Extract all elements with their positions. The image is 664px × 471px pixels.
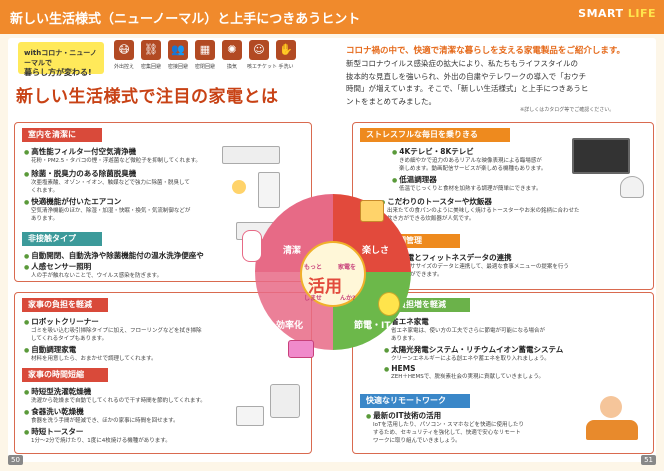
list-item: 太陽光発電システム・リチウムイオン蓄電システム クリーンエネルギーによる創エネや… <box>384 344 563 363</box>
intro-body: 新型コロナウイルス感染症の拡大により、私たちもライフスタイルの 抜本的な見直しを… <box>346 59 589 106</box>
list-item: こだわりのトースターや炊飯器 出来たての食パンのように美味しく焼けるトースターや… <box>380 196 580 223</box>
list-item: 低温調理器 低温でじっくりと食材を加熱する調理が簡単にできます。 <box>392 174 541 193</box>
rice-cooker-icon <box>620 176 644 198</box>
touchless-title: 非接触タイプ <box>22 232 102 246</box>
page-number-right: 51 <box>641 455 656 465</box>
sun-icon <box>232 180 246 194</box>
list-item: 最新のIT技術の活用 IoTを活用したり、パソコン・スマホなどを快適に使用したり… <box>366 410 524 445</box>
list-item: ロボットクリーナー ゴミを吸い込む吸引掃除タイプに加え、フローリングなどを拭き掃… <box>24 316 202 343</box>
list-item: 時短型洗濯乾燥機 洗濯から乾燥まで自動でしてくれるので干す時間を節約してくれます… <box>24 386 206 405</box>
mascot-toaster-icon <box>360 200 384 222</box>
mascot-bulb-icon <box>378 292 400 316</box>
page-header-title: 新しい生活様式（ニューノーマル）と上手につきあうヒント <box>10 12 361 27</box>
air-purifier-icon <box>258 172 280 208</box>
smart-life-logo: SMART LIFE <box>578 7 656 20</box>
stress-title: ストレスフルな毎日を乗りきる <box>360 128 510 142</box>
intro-heading: コロナ禍の中で、快適で清潔な暮らしを支える家電製品をご紹介します。 <box>346 46 626 56</box>
air-conditioner-icon <box>222 146 280 164</box>
with-corona-box: withコロナ・ニューノーマルで 暮らし方が変わる! <box>18 42 104 77</box>
list-item: 除菌・脱臭力のある除菌脱臭機 次亜塩素酸、オゾン・イオン、触媒などで強力に除菌・… <box>24 168 190 195</box>
list-item: 時短トースター 1分〜2分で焼けたり、1度に4枚焼ける機種があります。 <box>24 426 171 445</box>
mascot-robot-icon <box>288 340 314 358</box>
people-icon: 👥密接回避 <box>166 40 190 70</box>
clean-room-title: 室内を清潔に <box>22 128 102 142</box>
housework-title: 家事の負担を軽減 <box>22 298 108 312</box>
lifestyle-icons: 😷外出控え ⛓密集回避 👥密接回避 ▦密閉回避 ✺換気 ☺咳エチケット ✋手洗い <box>112 40 312 76</box>
center-text-kaden: 家電を <box>338 264 357 271</box>
remote-title: 快適なリモートワーク <box>360 394 470 408</box>
fan-icon: ✺換気 <box>220 40 244 70</box>
main-title: 新しい生活様式で注目の家電とは <box>16 87 279 107</box>
list-item: 食器洗い乾燥機 食器を洗う手間が軽減でき、ほかの家事に時間を回せます。 <box>24 406 179 425</box>
catalog-note: ※詳しくはカタログ等でご確認ください。 <box>520 107 615 113</box>
mask-icon: 😷外出控え <box>112 40 136 70</box>
quadrant-label-fun: 楽しさ <box>362 246 390 256</box>
meeting-icon: ⛓密集回避 <box>139 40 163 70</box>
quadrant-label-efficiency: 効率化 <box>276 321 304 331</box>
list-item: 自動調理家電 材料を用意したら、おまかせで調理してくれます。 <box>24 344 157 363</box>
list-item: 快適機能が付いたエアコン 空気清浄機能のほか、除湿・加湿・快眠・換気・気流制御な… <box>24 196 190 223</box>
list-item: 高性能フィルター付空気清浄機 花粉・PM2.5・タバコの煙・浮遊菌など微粒子を抑… <box>24 146 201 165</box>
list-item: 自動開閉、自動洗浄や除菌機能付の温水洗浄便座や 人感センサー照明 人の手が触れな… <box>24 250 204 280</box>
cough-icon: ☺咳エチケット <box>247 40 277 70</box>
center-text-katsuyou: 活用 <box>308 277 342 297</box>
washing-machine-icon <box>270 384 300 418</box>
room-icon: ▦密閉回避 <box>193 40 217 70</box>
dishwasher-icon <box>236 406 264 426</box>
center-text-nka: んか? <box>340 295 356 302</box>
remote-worker-illustration <box>586 396 638 440</box>
tv-icon <box>572 138 630 174</box>
handwash-icon: ✋手洗い <box>274 40 298 70</box>
time-saving-title: 家事の時間短縮 <box>22 368 108 382</box>
mascot-clean-icon <box>242 230 262 262</box>
list-item: 4Kテレビ・8Kテレビ きめ細やかで迫力のあるリアルな映像表現による臨場感が 楽… <box>392 146 546 173</box>
quadrant-label-saving: 節電・IT <box>354 321 391 331</box>
list-item: 家電とフィットネスデータの連携 エクササイズのデータと連携して、最適な食事メニュ… <box>392 252 569 279</box>
top-bar: 新しい生活様式（ニューノーマル）と上手につきあうヒント SMART LIFE <box>0 0 664 34</box>
center-text-shimase: しませ <box>304 295 322 302</box>
list-item: HEMS ZEH＋HEMSで、脱炭素社会の実現に貢献していきましょう。 <box>384 364 544 381</box>
center-text-motto: もっと <box>304 264 323 271</box>
list-item: 省エネ家電 省エネ家電は、使い方の工夫でさらに節電が可能になる場合が あります。 <box>384 316 545 343</box>
center-badge <box>300 241 366 307</box>
quadrant-label-clean: 清潔 <box>283 246 302 256</box>
page-number-left: 50 <box>8 455 23 465</box>
